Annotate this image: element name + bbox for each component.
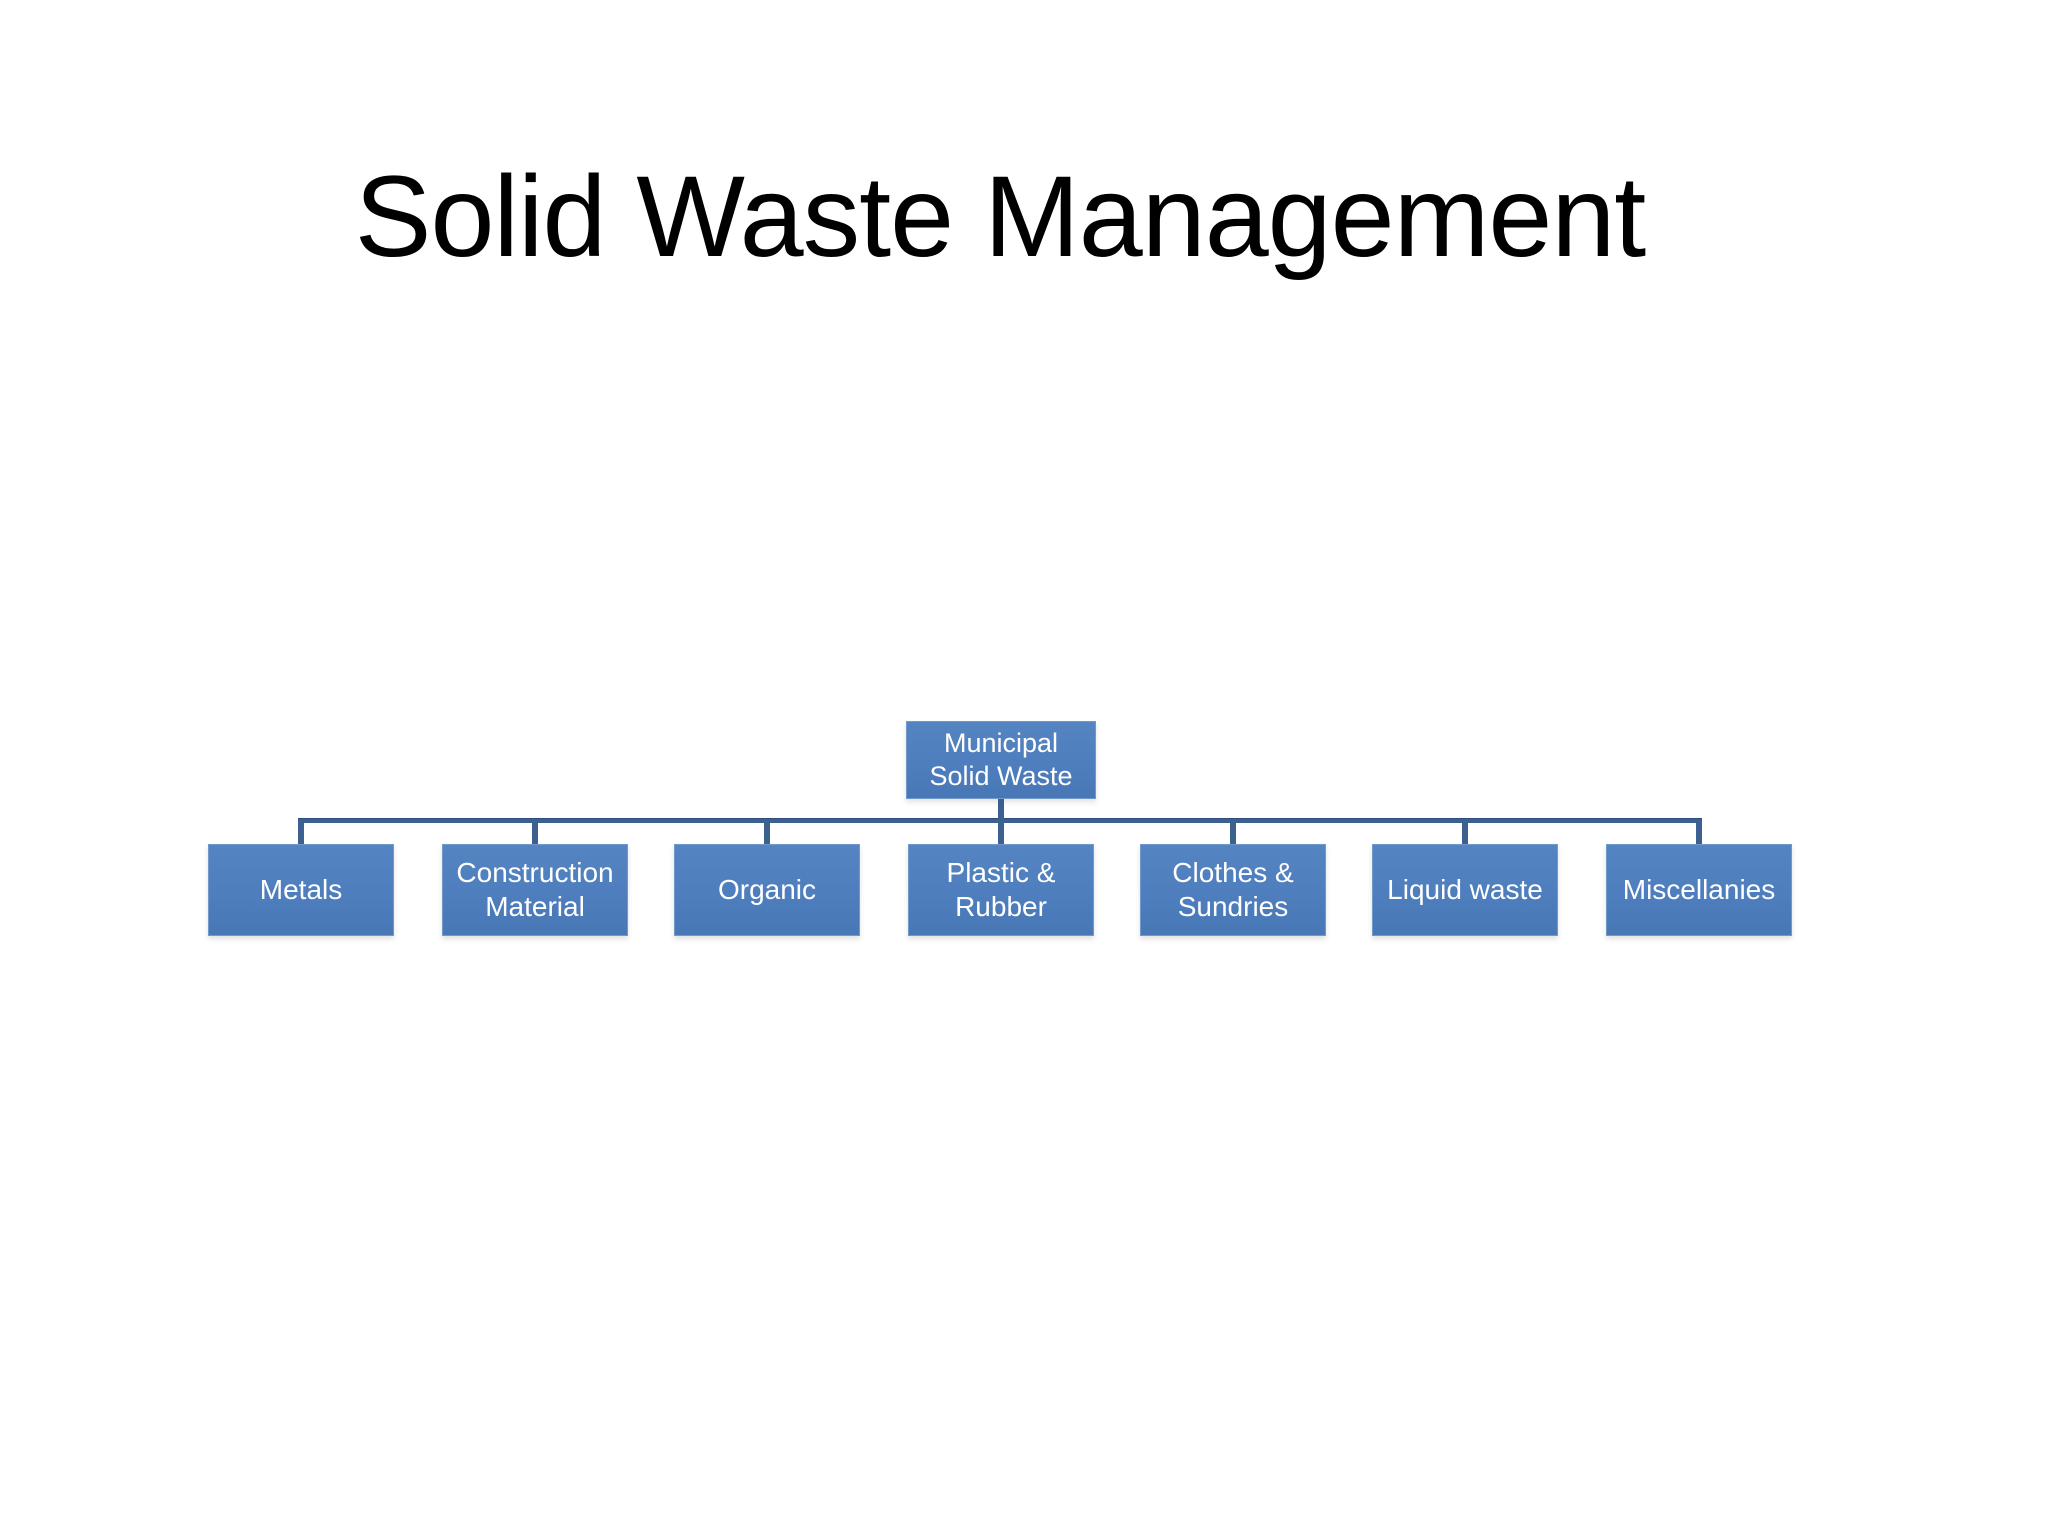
connector-stub-miscellanies [1696,820,1702,847]
node-label: Liquid waste [1387,873,1543,905]
org-chart-root-node: Municipal Solid Waste [906,721,1096,799]
org-chart-node-plastic-rubber: Plastic & Rubber [908,844,1094,936]
org-chart-node-metals: Metals [208,844,394,936]
connector-stub-organic [764,820,770,847]
node-label: Plastic & Rubber [946,856,1056,922]
org-chart-node-liquid-waste: Liquid waste [1372,844,1558,936]
connector-root-stub [998,795,1004,820]
connector-stub-metals [298,820,304,847]
connector-stub-construction-material [532,820,538,847]
node-label: Organic [717,873,817,905]
org-chart-node-organic: Organic [674,844,860,936]
node-label: Miscellanies [1622,873,1776,905]
connector-stub-liquid-waste [1462,820,1468,847]
slide-title: Solid Waste Management [354,153,1647,281]
connector-stub-clothes-sundries [1230,820,1236,847]
connector-stub-plastic-rubber [998,820,1004,847]
node-label: Construction Material [456,856,614,922]
node-label: Clothes & Sundries [1172,856,1294,922]
org-chart-node-clothes-sundries: Clothes & Sundries [1140,844,1326,936]
org-chart-node-construction-material: Construction Material [442,844,628,936]
node-label: Metals [259,873,343,905]
node-label: Municipal Solid Waste [929,728,1073,791]
org-chart-node-miscellanies: Miscellanies [1606,844,1792,936]
